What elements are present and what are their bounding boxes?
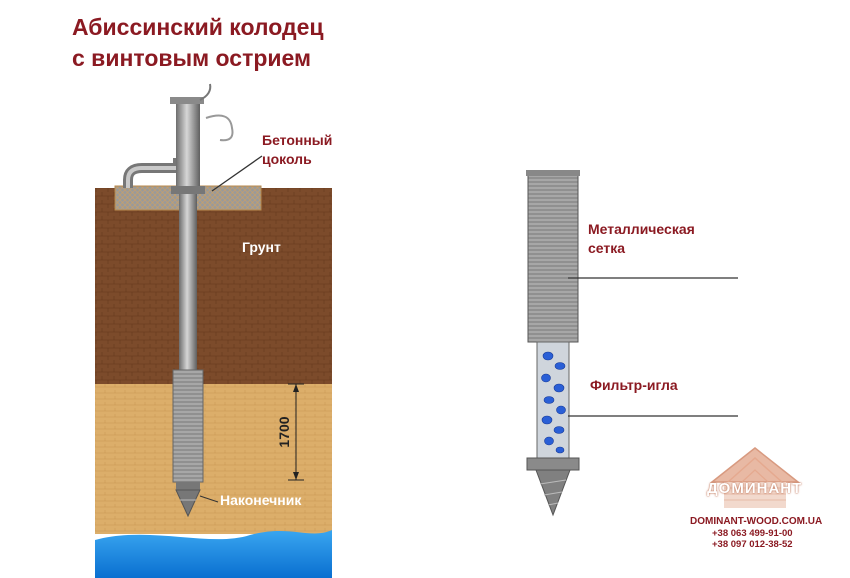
concrete-base-label: Бетонный цоколь (262, 132, 333, 167)
pump-spout-highlight (126, 158, 180, 188)
well-pipe (179, 194, 197, 372)
dimension-marker: 1700 (276, 383, 304, 481)
soil-layer (95, 188, 332, 384)
logo-website: DOMINANT-WOOD.COM.UA (690, 516, 823, 527)
metal-mesh (527, 171, 579, 343)
tip-label: Наконечник (220, 492, 302, 508)
logo-house-icon (709, 447, 801, 508)
well-tip-collar (176, 482, 200, 490)
soil-label: Грунт (242, 239, 281, 255)
page-title: Абиссинский колодец с винтовым острием (72, 12, 324, 74)
filter-needle-assembly (526, 170, 580, 517)
tip-callout-line (199, 495, 219, 503)
logo-phone-2: +38 097 012-38-52 (712, 539, 793, 550)
metal-mesh-label: Металлическая сетка (588, 221, 695, 256)
concrete-base-callout-line (211, 155, 263, 192)
logo-brand: ДОМИНАНТ (707, 480, 803, 497)
pump-handle (199, 83, 212, 101)
dimension-label: 1700 (276, 416, 292, 447)
sand-layer (95, 384, 332, 534)
filter-perforations (541, 351, 566, 454)
pump-body (176, 104, 200, 192)
needle-screw-tip (535, 469, 571, 517)
pump-lever (205, 114, 234, 142)
needle-collar (526, 457, 580, 471)
well-filter (172, 369, 204, 483)
pump-assembly (123, 83, 234, 518)
pump-cap (170, 97, 204, 104)
pump-spout (123, 158, 183, 188)
water-layer (95, 530, 332, 578)
title-line-1: Абиссинский колодец (72, 14, 324, 40)
well-screw-tip (175, 489, 201, 518)
pump-flange (171, 186, 205, 194)
filter-needle-label: Фильтр-игла (590, 377, 678, 393)
logo-phone-1: +38 063 499-91-00 (712, 528, 793, 539)
title-line-2: с винтовым острием (72, 45, 312, 71)
ground-section (95, 185, 332, 578)
